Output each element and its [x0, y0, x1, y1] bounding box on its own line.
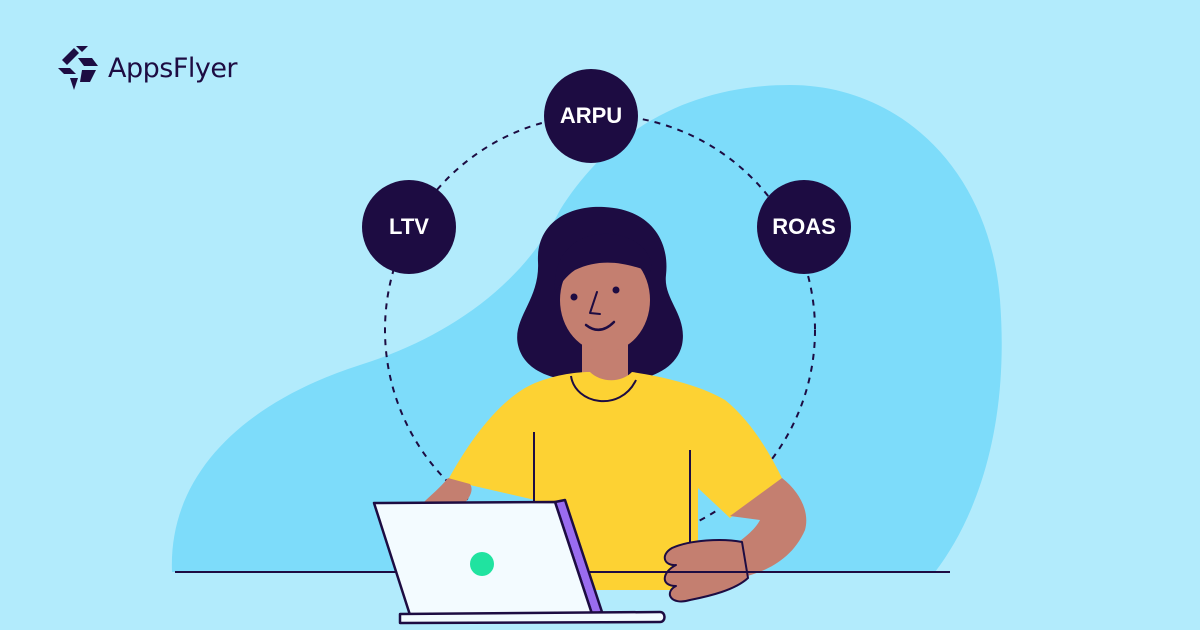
person-face	[560, 248, 650, 352]
laptop-base	[398, 610, 666, 625]
laptop-logo-dot	[470, 552, 494, 576]
person-arm-right	[730, 478, 807, 578]
person-hand-left	[424, 478, 472, 506]
laptop	[372, 498, 666, 625]
metric-bubble-arpu: ARPU	[544, 69, 638, 163]
person-eye-right	[612, 286, 620, 294]
person-nose	[589, 291, 601, 315]
person-collar	[570, 375, 637, 403]
person-hand-right	[663, 539, 749, 603]
person-eye-left	[570, 293, 578, 301]
brand-name: AppsFlyer	[108, 52, 238, 84]
metric-bubble-ltv: LTV	[362, 180, 456, 274]
appsflyer-logo-icon	[58, 46, 98, 90]
appsflyer-logo: AppsFlyer	[56, 44, 238, 92]
metric-bubble-roas: ROAS	[757, 180, 851, 274]
person-smile	[584, 320, 616, 331]
person-hair-bangs	[554, 233, 652, 292]
person-shirt	[448, 372, 782, 590]
